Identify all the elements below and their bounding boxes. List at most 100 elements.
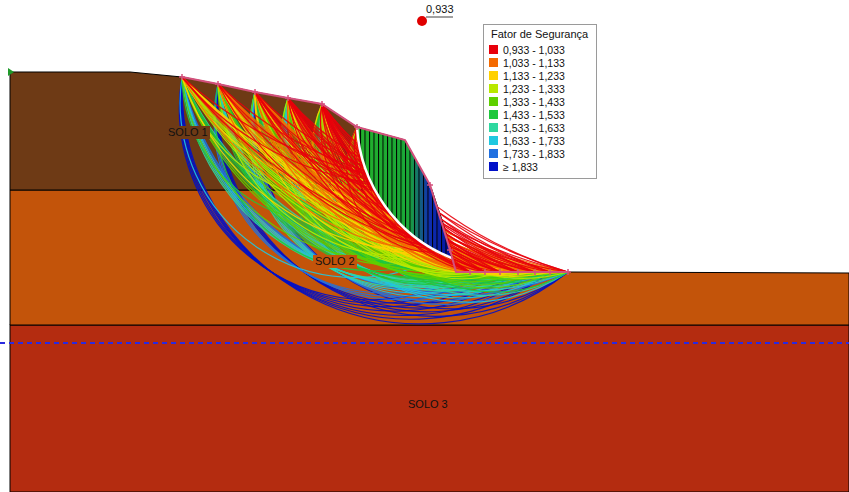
slices bbox=[357, 127, 452, 258]
critical-mass bbox=[357, 127, 452, 258]
slip-arc bbox=[218, 84, 568, 277]
marker bbox=[215, 81, 221, 87]
legend-text: 0,933 - 1,033 bbox=[503, 44, 565, 56]
slip-arc bbox=[218, 84, 500, 272]
marker bbox=[532, 269, 538, 275]
marker bbox=[285, 95, 291, 101]
legend-swatch bbox=[489, 110, 498, 119]
legend-text: 1,433 - 1,533 bbox=[503, 109, 565, 121]
legend-swatch bbox=[489, 97, 498, 106]
slip-arc bbox=[357, 127, 518, 272]
slip-arc bbox=[218, 84, 568, 291]
slip-arc bbox=[218, 84, 500, 272]
slip-arc bbox=[218, 84, 470, 278]
legend-text: 1,033 - 1,133 bbox=[503, 57, 565, 69]
slip-arc bbox=[181, 77, 500, 307]
slip-arc bbox=[357, 127, 518, 272]
legend-text: 1,333 - 1,433 bbox=[503, 96, 565, 108]
marker bbox=[354, 124, 360, 130]
slip-arc bbox=[255, 92, 568, 275]
marker bbox=[427, 182, 433, 188]
legend-entry: ≥ 1,833 bbox=[488, 160, 592, 173]
slip-arc bbox=[288, 98, 470, 273]
slip-arc bbox=[357, 127, 485, 272]
slip-arc bbox=[357, 127, 500, 272]
legend-text: 1,133 - 1,233 bbox=[503, 70, 565, 82]
soil-label: SOLO 3 bbox=[406, 398, 450, 411]
legend-text: ≥ 1,833 bbox=[503, 161, 538, 173]
slip-arc bbox=[182, 77, 568, 324]
slip-arc bbox=[322, 104, 470, 272]
slip-arc bbox=[357, 127, 485, 272]
slip-arc bbox=[357, 127, 568, 272]
water-table bbox=[0, 342, 849, 344]
slip-arc bbox=[181, 77, 535, 315]
slip-surfaces bbox=[179, 77, 568, 324]
legend-entry: 1,033 - 1,133 bbox=[488, 56, 592, 69]
slip-arc bbox=[288, 98, 470, 272]
slip-arc bbox=[255, 92, 568, 272]
critical-center bbox=[417, 16, 427, 26]
legend-swatch bbox=[489, 149, 498, 158]
legend-entry: 1,433 - 1,533 bbox=[488, 108, 592, 121]
slip-arc bbox=[288, 98, 568, 272]
slip-arc bbox=[357, 127, 568, 273]
legend-swatch bbox=[489, 71, 498, 80]
marker bbox=[547, 269, 553, 275]
soil-label: SOLO 2 bbox=[313, 255, 357, 268]
flag-marker bbox=[8, 68, 14, 76]
legend-swatch bbox=[489, 136, 498, 145]
marker bbox=[447, 247, 453, 253]
safety-factor-value: 0,933 bbox=[426, 3, 454, 16]
slip-arc bbox=[288, 98, 470, 272]
legend-text: 1,233 - 1,333 bbox=[503, 83, 565, 95]
slip-arc bbox=[357, 127, 568, 278]
slip-arc bbox=[322, 104, 470, 272]
marker bbox=[515, 269, 521, 275]
legend-entry: 1,233 - 1,333 bbox=[488, 82, 592, 95]
legend-box: Fator de Segurança 0,933 - 1,0331,033 - 1… bbox=[483, 24, 597, 179]
marker bbox=[319, 101, 325, 107]
marker bbox=[467, 269, 473, 275]
legend-text: 1,633 - 1,733 bbox=[503, 135, 565, 147]
legend-entry: 1,533 - 1,633 bbox=[488, 121, 592, 134]
legend-swatch bbox=[489, 45, 498, 54]
soil-label: SOLO 1 bbox=[166, 126, 210, 139]
legend-swatch bbox=[489, 58, 498, 67]
slip-arc bbox=[288, 98, 568, 283]
slip-arc bbox=[288, 98, 568, 272]
legend-entry: 1,333 - 1,433 bbox=[488, 95, 592, 108]
marker bbox=[497, 269, 503, 275]
slip-arc bbox=[218, 84, 470, 272]
critical-surface bbox=[357, 127, 452, 258]
slip-arc bbox=[255, 92, 485, 272]
slip-arc bbox=[357, 127, 518, 272]
legend-text: 1,733 - 1,833 bbox=[503, 148, 565, 160]
marker bbox=[179, 74, 185, 80]
legend-entry: 1,733 - 1,833 bbox=[488, 147, 592, 160]
marker bbox=[482, 269, 488, 275]
legend-title: Fator de Segurança bbox=[491, 28, 592, 40]
slip-arc bbox=[322, 104, 470, 272]
legend-entry: 1,133 - 1,233 bbox=[488, 69, 592, 82]
legend-entry: 0,933 - 1,033 bbox=[488, 43, 592, 56]
slip-arc bbox=[182, 77, 550, 292]
marker bbox=[565, 269, 571, 275]
slip-arc bbox=[322, 104, 568, 272]
legend-swatch bbox=[489, 123, 498, 132]
slip-arc bbox=[357, 127, 500, 272]
slip-arc bbox=[288, 98, 470, 272]
slip-arc bbox=[182, 77, 568, 295]
slip-arc bbox=[218, 84, 470, 272]
slip-arc bbox=[357, 127, 500, 272]
slip-arc bbox=[357, 127, 485, 272]
legend-swatch bbox=[489, 84, 498, 93]
legend-swatch bbox=[489, 162, 498, 171]
legend-text: 1,533 - 1,633 bbox=[503, 122, 565, 134]
underline bbox=[426, 17, 453, 18]
soil-3-region bbox=[10, 325, 849, 492]
slip-arc bbox=[288, 98, 568, 274]
slip-arc bbox=[357, 127, 568, 272]
